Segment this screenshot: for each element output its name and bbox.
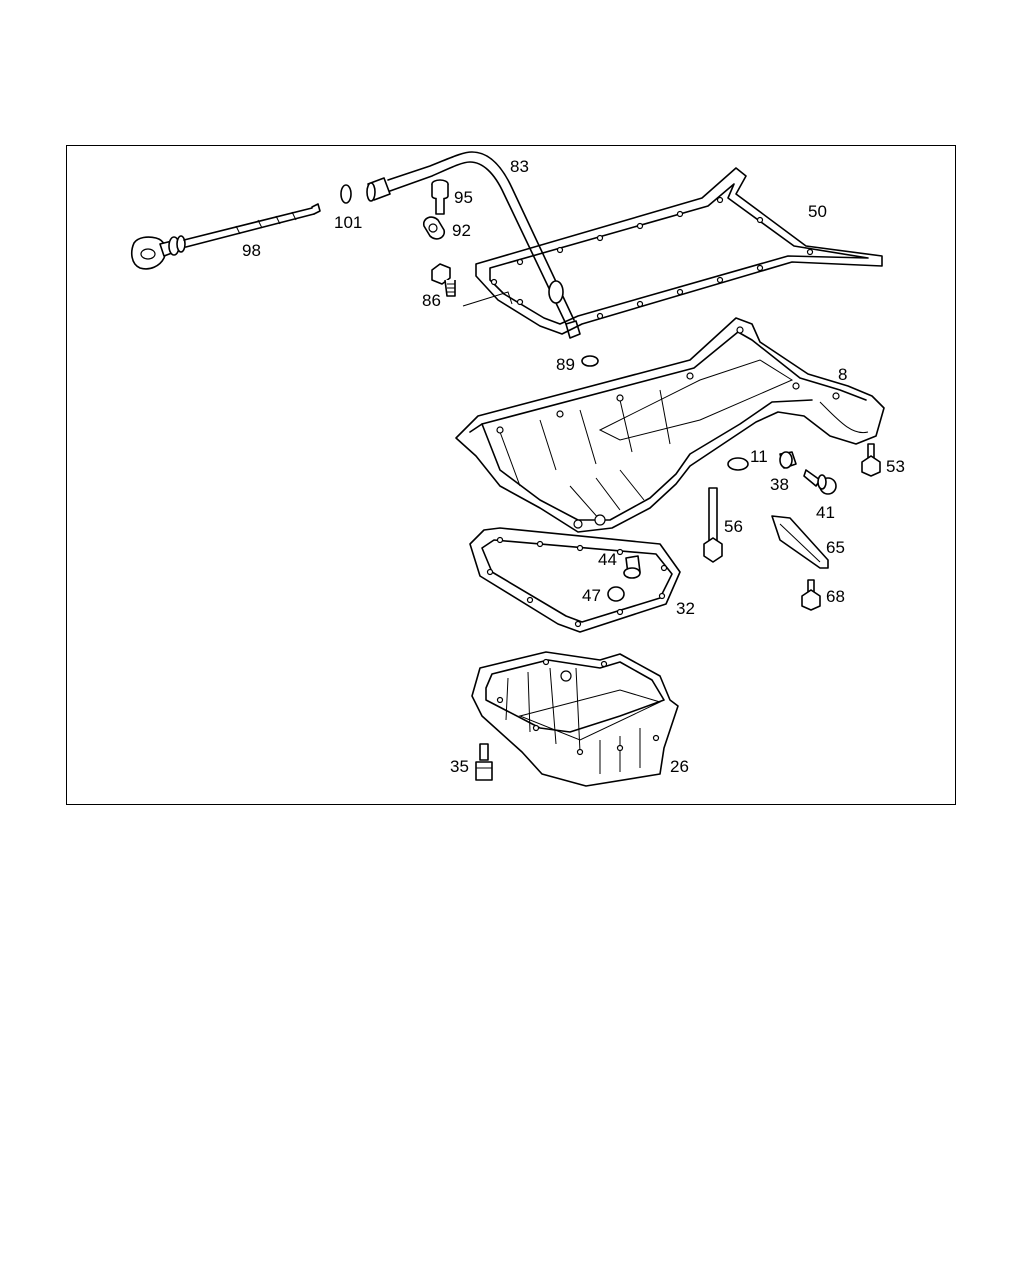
part-98-dipstick [130,203,321,270]
callout-98: 98 [242,241,261,260]
callout-50: 50 [808,202,827,221]
callout-89: 89 [556,355,575,374]
part-86-bolt [431,263,513,307]
callout-11: 11 [750,447,768,466]
part-89-seal-ring [581,355,599,367]
part-101-seal-ring [340,184,352,204]
part-35-drain-plug [475,743,493,781]
part-95-bolt [431,179,449,215]
part-65-baffle [771,515,829,569]
callout-56: 56 [724,517,743,536]
part-44-drain-plug [623,555,641,579]
part-50-upper-gasket [475,167,883,335]
part-47-seal-ring [607,586,625,602]
callout-83: 83 [510,157,529,176]
callout-68: 68 [826,587,845,606]
part-92-clip [422,216,446,240]
part-8-upper-oil-pan [455,317,885,533]
callout-35: 35 [450,757,469,776]
callout-65: 65 [826,538,845,557]
callout-47: 47 [582,586,601,605]
part-26-lower-oil-pan [471,651,679,787]
callout-86: 86 [422,291,441,310]
part-41-bolt [803,469,837,495]
callout-95: 95 [454,188,473,207]
callout-8: 8 [838,365,847,384]
callout-41: 41 [816,503,835,522]
callout-101: 101 [334,213,362,232]
callout-26: 26 [670,757,689,776]
callout-53: 53 [886,457,905,476]
part-38-sleeve [779,451,797,469]
callout-44: 44 [598,550,617,569]
diagram-frame [66,145,956,805]
part-68-bolt [801,579,821,611]
part-56-stud-bolt [703,487,723,563]
callout-92: 92 [452,221,471,240]
part-53-bolt [861,443,881,477]
callout-32: 32 [676,599,695,618]
part-32-lower-gasket [469,527,681,633]
callout-38: 38 [770,475,789,494]
part-11-plug [727,457,749,471]
part-83-guide-tube [366,151,581,339]
